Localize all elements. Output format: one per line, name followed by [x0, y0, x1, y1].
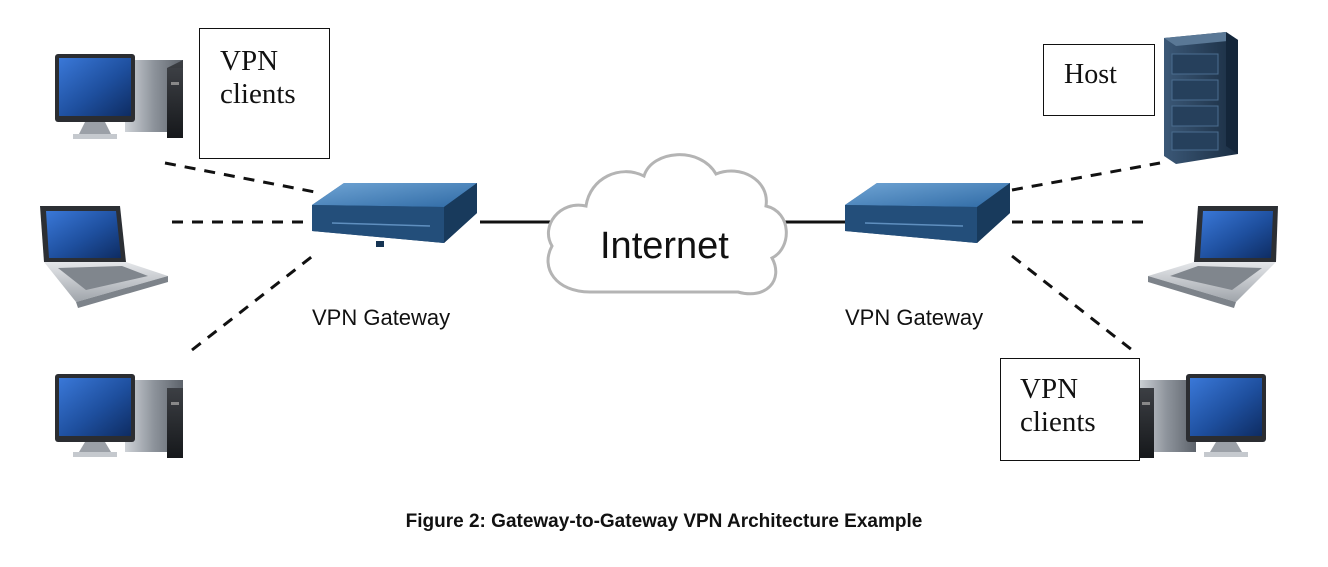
link-right-top: [1011, 161, 1161, 192]
laptop-icon: [1148, 206, 1278, 308]
vpn-clients-label-left-line1: VPN: [220, 45, 279, 77]
right-client-links: [1011, 161, 1161, 352]
vpn-clients-label-left-line2: clients: [220, 78, 296, 110]
desktop-computer-icon: [55, 54, 183, 139]
desktop-computer-icon: [1138, 374, 1266, 458]
host-label-text: Host: [1064, 59, 1117, 90]
left-gateway-label: VPN Gateway: [312, 305, 451, 330]
network-gateway-icon: [845, 183, 1010, 243]
cloud-icon: [546, 153, 788, 296]
network-gateway-icon: [312, 183, 477, 247]
vpn-clients-label-right-line2: clients: [1020, 406, 1096, 438]
left-client-links: [164, 161, 316, 352]
right-gateway-label: VPN Gateway: [845, 305, 984, 330]
laptop-icon: [40, 206, 168, 308]
vpn-clients-label-right-line1: VPN: [1020, 373, 1079, 405]
figure-caption: Figure 2: Gateway-to-Gateway VPN Archite…: [405, 511, 923, 532]
server-rack-icon: [1164, 32, 1238, 164]
link-left-bottom: [191, 253, 315, 352]
vpn-clients-label-left: VPN clients: [199, 28, 330, 159]
vpn-clients-label-right: VPN clients: [1000, 358, 1140, 461]
host-label: Host: [1043, 44, 1155, 116]
link-right-bottom: [1011, 254, 1133, 352]
internet-label: Internet: [600, 225, 729, 267]
desktop-computer-icon: [55, 374, 183, 458]
link-left-top: [164, 161, 316, 194]
